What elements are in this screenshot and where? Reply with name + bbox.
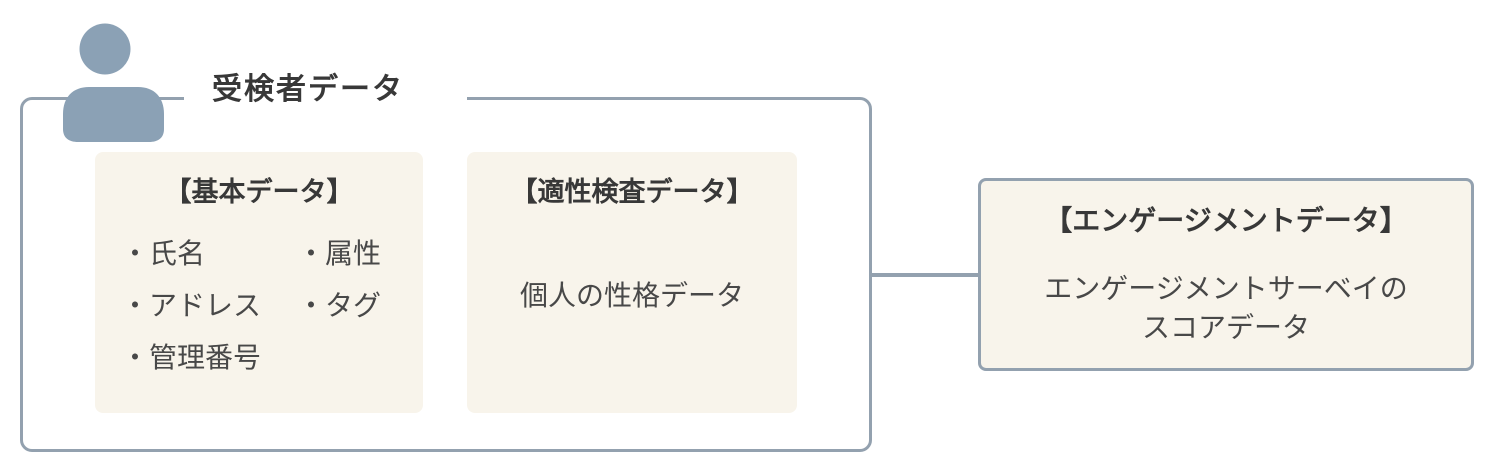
basic-data-list: ・氏名 ・属性 ・アドレス ・タグ ・管理番号 xyxy=(95,239,423,373)
engagement-data-title: 【エンゲージメントデータ】 xyxy=(1044,205,1408,236)
list-item: ・管理番号 xyxy=(121,343,423,373)
list-item-label: ・属性 xyxy=(297,238,382,269)
aptitude-data-title: 【適性検査データ】 xyxy=(510,177,754,207)
aptitude-data-box: 【適性検査データ】 個人の性格データ xyxy=(467,152,797,413)
engagement-data-body: エンゲージメントサーベイの スコアデータ xyxy=(981,269,1471,347)
connector-line xyxy=(869,273,981,277)
engagement-body-line2: スコアデータ xyxy=(1141,312,1310,343)
aptitude-data-body: 個人の性格データ xyxy=(519,280,744,311)
basic-data-title: 【基本データ】 xyxy=(164,177,354,207)
list-item-label: ・氏名 xyxy=(121,238,206,269)
list-item-label: ・管理番号 xyxy=(121,342,262,373)
list-item-label: ・タグ xyxy=(297,290,382,321)
engagement-data-box: 【エンゲージメントデータ】 エンゲージメントサーベイの スコアデータ xyxy=(978,178,1474,371)
list-item: ・氏名 ・属性 xyxy=(121,239,423,269)
basic-data-box: 【基本データ】 ・氏名 ・属性 ・アドレス ・タグ ・管理番号 xyxy=(95,152,423,413)
group-title: 受検者データ xyxy=(212,73,404,106)
person-icon xyxy=(63,23,164,142)
engagement-body-line1: エンゲージメントサーベイの xyxy=(1044,273,1408,304)
group-title-mask xyxy=(184,91,467,104)
list-item-label: ・アドレス xyxy=(121,290,262,321)
list-item: ・アドレス ・タグ xyxy=(121,291,423,321)
